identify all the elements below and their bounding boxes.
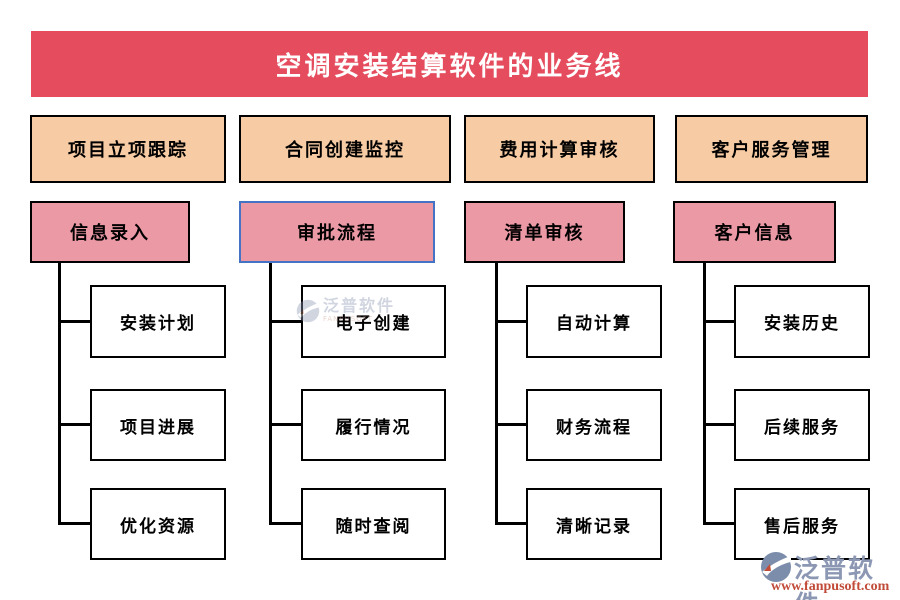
header-contract-monitoring: 合同创建监控 [239, 115, 451, 183]
child-auto-calculation: 自动计算 [526, 285, 662, 358]
watermark-caption: FANPUSOFT [323, 315, 373, 323]
brand-url-text: www.fanpusoft.com [771, 579, 890, 594]
header-customer-service: 客户服务管理 [675, 115, 868, 183]
child-aftersales-service: 售后服务 [734, 488, 870, 560]
child-anytime-review: 随时查阅 [301, 488, 446, 560]
connector-vline-1 [58, 262, 61, 525]
child-performance-status: 履行情况 [301, 389, 446, 461]
watermark-brand-text: 泛普软件 [323, 296, 396, 315]
connector-vline-4 [703, 262, 706, 525]
child-resource-optimization: 优化资源 [90, 488, 226, 560]
connector-branch-1-1 [58, 320, 90, 323]
child-finance-flow: 财务流程 [526, 389, 662, 461]
fanpu-watermark-icon [296, 299, 320, 323]
connector-branch-3-2 [495, 423, 526, 426]
connector-branch-3-3 [495, 522, 526, 525]
sub-approval-flow: 审批流程 [239, 201, 435, 263]
connector-branch-4-2 [703, 423, 734, 426]
child-clear-records: 清晰记录 [526, 488, 662, 560]
connector-branch-1-3 [58, 522, 90, 525]
diagram-title: 空调安装结算软件的业务线 [31, 31, 868, 97]
fanpu-logo-icon [761, 552, 791, 582]
sub-customer-info: 客户信息 [673, 201, 836, 263]
header-project-tracking: 项目立项跟踪 [30, 115, 226, 183]
child-install-history: 安装历史 [734, 285, 870, 358]
connector-branch-3-1 [495, 320, 526, 323]
brand-name-text: 泛普软件 [794, 554, 876, 600]
connector-vline-3 [495, 262, 498, 525]
connector-branch-4-1 [703, 320, 734, 323]
connector-branch-2-3 [269, 522, 301, 525]
child-project-progress: 项目进展 [90, 389, 226, 461]
watermark: 泛普软件 FANPUSOFT [296, 297, 395, 323]
connector-branch-4-3 [703, 522, 734, 525]
child-followup-service: 后续服务 [734, 389, 870, 461]
sub-checklist-audit: 清单审核 [464, 201, 625, 263]
connector-branch-2-1 [269, 320, 301, 323]
sub-info-entry: 信息录入 [30, 201, 190, 263]
connector-branch-1-2 [58, 423, 90, 426]
connector-vline-2 [269, 262, 272, 525]
child-install-plan: 安装计划 [90, 285, 226, 358]
child-electronic-creation: 电子创建 [301, 285, 446, 358]
connector-branch-2-2 [269, 423, 301, 426]
header-cost-audit: 费用计算审核 [464, 115, 655, 183]
